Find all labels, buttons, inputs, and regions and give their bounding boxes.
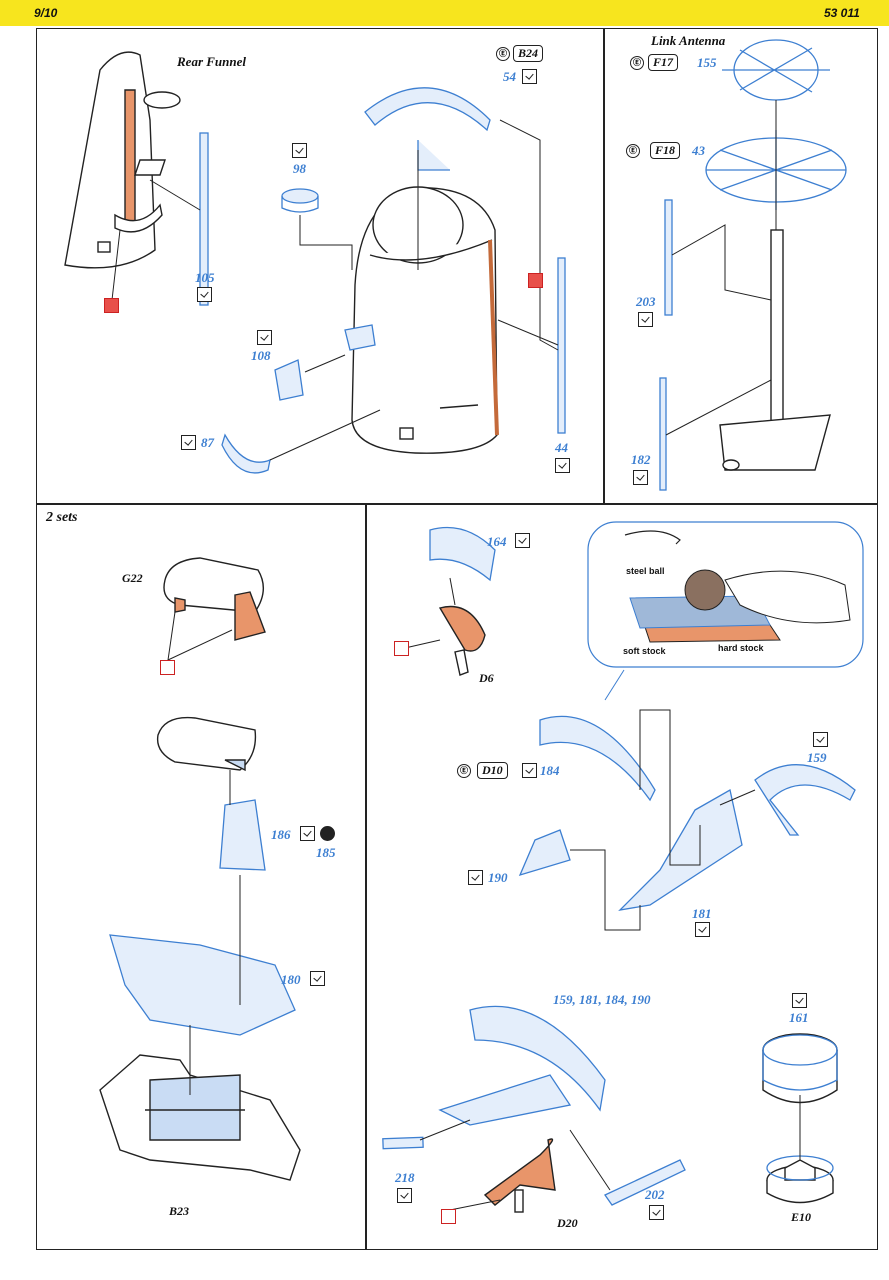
paint-marker-icon (528, 273, 543, 288)
part-202: 202 (645, 1187, 665, 1202)
part-164: 164 (487, 534, 507, 549)
part-184: 184 (540, 763, 560, 778)
part-186: 186 (271, 827, 291, 842)
photo-etch-icon (496, 47, 510, 61)
check-icon (633, 470, 648, 485)
part-181: 181 (692, 906, 712, 921)
link-antenna-title: Link Antenna (651, 33, 726, 48)
part-e10: E10 (791, 1210, 812, 1224)
page-number: 9/10 (34, 6, 58, 20)
check-icon (197, 287, 212, 302)
part-43: 43 (692, 143, 705, 158)
check-icon (792, 993, 807, 1008)
part-218: 218 (395, 1170, 415, 1185)
part-190: 190 (488, 870, 508, 885)
part-159: 159 (807, 750, 827, 765)
check-icon (522, 763, 537, 778)
part-87: 87 (201, 435, 214, 450)
part-44: 44 (555, 440, 568, 455)
part-185: 185 (316, 845, 336, 860)
check-icon (649, 1205, 664, 1220)
part-g22: G22 (122, 571, 143, 585)
part-b24: B24 (513, 45, 544, 62)
soft-stock-label: soft stock (623, 646, 666, 656)
header-bar (0, 0, 889, 26)
kit-code: 53 011 (824, 6, 860, 20)
rear-funnel-title: Rear Funnel (177, 54, 246, 69)
check-icon (300, 826, 315, 841)
part-54: 54 (503, 69, 516, 84)
part-98: 98 (293, 161, 306, 176)
divider-top (603, 28, 605, 503)
part-108: 108 (251, 348, 271, 363)
part-155: 155 (697, 55, 717, 70)
photo-etch-icon (630, 56, 644, 70)
part-182: 182 (631, 452, 651, 467)
part-f18: F18 (650, 142, 681, 159)
part-d6: D6 (479, 671, 494, 685)
black-paint-icon (320, 826, 335, 841)
part-f17: F17 (648, 54, 679, 71)
photo-etch-icon (626, 144, 640, 158)
check-icon (813, 732, 828, 747)
instruction-frame (36, 28, 878, 1250)
paint-marker-icon (394, 641, 409, 656)
check-icon (292, 143, 307, 158)
parts-combination: 159, 181, 184, 190 (553, 992, 651, 1007)
two-sets-title: 2 sets (46, 510, 78, 525)
part-d10: D10 (477, 762, 508, 779)
check-icon (695, 922, 710, 937)
hard-stock-label: hard stock (718, 643, 764, 653)
check-icon (181, 435, 196, 450)
part-203: 203 (636, 294, 656, 309)
part-b23: B23 (169, 1204, 190, 1218)
divider-middle (36, 503, 878, 505)
check-icon (522, 69, 537, 84)
photo-etch-icon (457, 764, 471, 778)
steel-ball-label: steel ball (626, 566, 665, 576)
check-icon (515, 533, 530, 548)
part-180: 180 (281, 972, 301, 987)
check-icon (397, 1188, 412, 1203)
divider-bottom (365, 503, 367, 1249)
paint-marker-icon (104, 298, 119, 313)
check-icon (555, 458, 570, 473)
paint-marker-icon (441, 1209, 456, 1224)
check-icon (310, 971, 325, 986)
part-d20: D20 (557, 1216, 578, 1230)
check-icon (257, 330, 272, 345)
part-105: 105 (195, 270, 215, 285)
check-icon (638, 312, 653, 327)
paint-marker-icon (160, 660, 175, 675)
part-161: 161 (789, 1010, 809, 1025)
check-icon (468, 870, 483, 885)
